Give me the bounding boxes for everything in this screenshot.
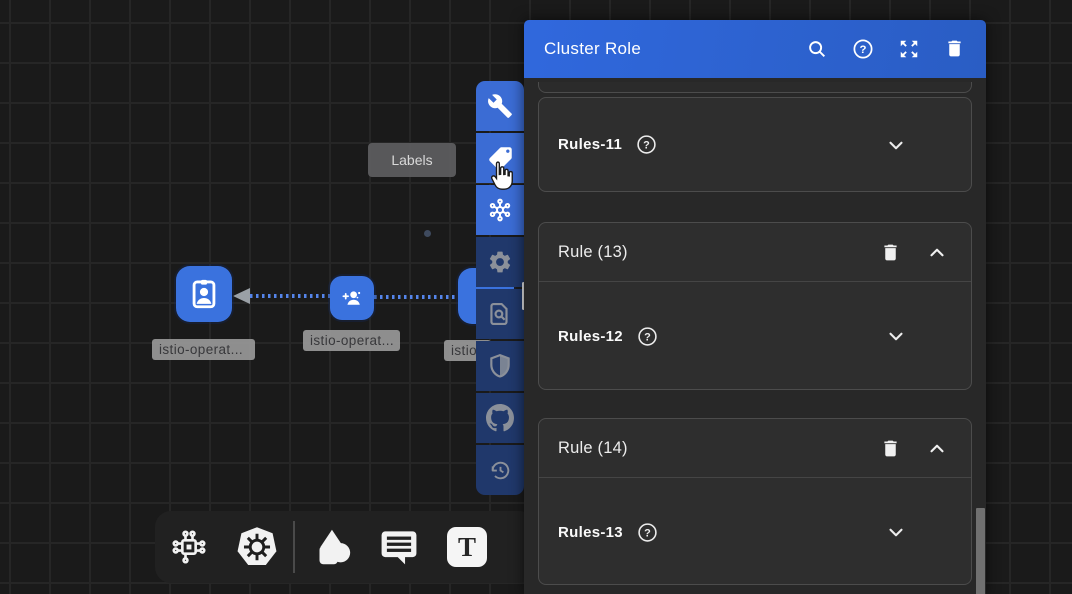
chevron-up-icon[interactable] [926, 438, 947, 459]
field-help-icon[interactable]: ? [636, 134, 657, 155]
history-tool-button[interactable] [476, 445, 524, 495]
panel-edge-indicator [522, 282, 525, 310]
field-row: Rules-13 ? [539, 478, 971, 586]
wrench-icon [487, 93, 513, 119]
toolbar-divider [293, 521, 295, 573]
node-label: istio-operat... [303, 330, 400, 351]
partially-scrolled-card [538, 82, 972, 93]
id-badge-icon [187, 277, 221, 311]
doc-search-tool-button[interactable] [476, 289, 524, 339]
comment-tool-button[interactable] [365, 511, 433, 583]
field-help-icon[interactable]: ? [637, 522, 658, 543]
panel-title: Cluster Role [544, 39, 642, 58]
delete-rule-icon[interactable] [880, 438, 901, 459]
rule-card-header: Rule (14) [539, 419, 971, 478]
rule-card-header: Rule (13) [539, 223, 971, 282]
svg-text:?: ? [644, 331, 651, 343]
canvas-node-user[interactable] [330, 276, 374, 320]
chevron-down-icon[interactable] [885, 134, 907, 156]
field-help-icon[interactable]: ? [637, 326, 658, 347]
panel-scroll-area[interactable]: Rules-11 ? Rule (13) [524, 78, 986, 594]
edge-bend-point [424, 230, 431, 237]
panel-header: Cluster Role ? [524, 20, 986, 78]
node-label: istio-operat... [152, 339, 255, 360]
edge-node2-node1 [250, 294, 330, 298]
rule-title: Rule (14) [558, 438, 628, 457]
user-sparkle-icon [339, 285, 365, 311]
rules-card: Rules-11 ? [538, 97, 972, 192]
svg-text:?: ? [860, 44, 867, 56]
cluster-role-panel: Cluster Role ? [524, 20, 986, 594]
labels-tooltip: Labels [368, 143, 456, 177]
chevron-down-icon[interactable] [885, 521, 907, 543]
settings-tool-button[interactable] [476, 237, 524, 287]
circuit-view-button[interactable] [155, 511, 223, 583]
history-icon [488, 458, 513, 483]
field-row: Rules-12 ? [539, 282, 971, 390]
wrench-tool-button[interactable] [476, 81, 524, 131]
text-tool-icon: T [447, 527, 487, 567]
hub-snowflake-icon [486, 196, 514, 224]
panel-scrollbar-thumb[interactable] [976, 508, 985, 594]
svg-text:?: ? [643, 140, 650, 152]
rule-card: Rule (13) Rules-12 [538, 222, 972, 390]
rule-title: Rule (13) [558, 242, 628, 261]
shield-tool-button[interactable] [476, 341, 524, 391]
help-icon[interactable]: ? [852, 38, 874, 60]
edge-arrowhead [233, 288, 250, 304]
shapes-icon [308, 524, 354, 570]
kubernetes-icon [235, 525, 279, 569]
expand-icon[interactable] [898, 38, 920, 60]
document-search-icon [487, 301, 513, 327]
github-icon [486, 404, 514, 432]
mouse-pointer-cursor [486, 160, 516, 194]
shapes-tool-button[interactable] [297, 511, 365, 583]
side-toolbar [476, 81, 524, 495]
chevron-up-icon[interactable] [926, 242, 947, 263]
field-label: Rules-13 [558, 523, 623, 541]
rule-card: Rule (14) Rules-13 [538, 418, 972, 585]
delete-rule-icon[interactable] [880, 242, 901, 263]
kubernetes-view-button[interactable] [223, 511, 291, 583]
bottom-toolbar: T [155, 511, 535, 583]
field-label: Rules-11 [558, 136, 623, 153]
label-tag-icon [487, 145, 514, 172]
delete-icon[interactable] [944, 38, 966, 60]
edge-node2-node3 [374, 295, 462, 299]
circuit-icon [168, 526, 210, 568]
field-label: Rules-12 [558, 327, 623, 345]
shield-icon [487, 353, 513, 379]
svg-text:?: ? [644, 527, 651, 539]
kubernetes-hub-tool-button[interactable] [476, 185, 524, 235]
text-tool-button[interactable]: T [433, 511, 501, 583]
field-row: Rules-11 ? [539, 134, 971, 156]
canvas-node-service-account[interactable] [176, 266, 232, 322]
chevron-down-icon[interactable] [885, 325, 907, 347]
search-icon[interactable] [806, 38, 828, 60]
github-tool-button[interactable] [476, 393, 524, 443]
gear-icon [487, 249, 513, 275]
comment-icon [377, 525, 421, 569]
